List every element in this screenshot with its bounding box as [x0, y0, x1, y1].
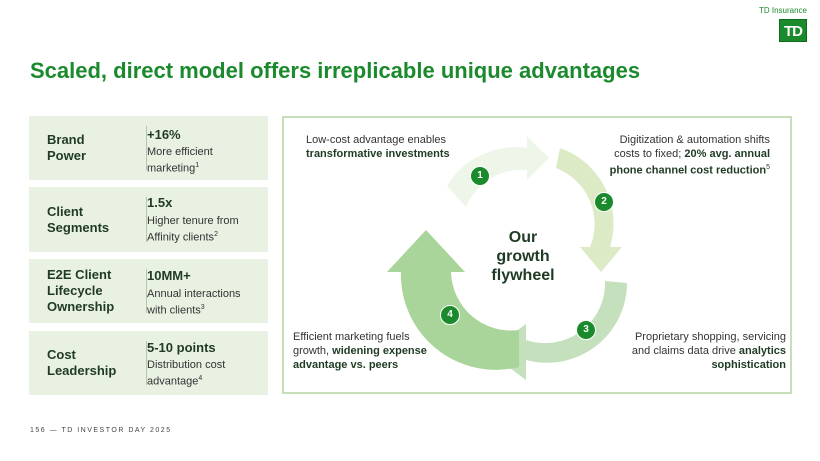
card-divider: [146, 126, 147, 170]
card-e2e-lifecycle: E2E Client Lifecycle Ownership 10MM+ Ann…: [29, 259, 268, 323]
card-desc-text: Annual interactions with clients: [147, 288, 241, 317]
card-desc: Annual interactions with clients3: [147, 288, 262, 318]
step-text-bold: analytics sophistication: [711, 345, 786, 371]
card-label-line: Client: [47, 204, 84, 219]
center-label-line: Our: [508, 229, 538, 246]
page-footer: 156 — TD INVESTOR DAY 2025: [30, 427, 172, 434]
page-title: Scaled, direct model offers irreplicable…: [30, 58, 641, 83]
card-label-line: Cost: [47, 347, 76, 362]
td-logo: TD: [779, 19, 807, 42]
center-label-line: growth: [496, 248, 550, 265]
step-text-plain: Proprietary shopping, servicing and clai…: [631, 331, 786, 357]
footnote-marker: 3: [200, 304, 205, 311]
card-divider: [146, 269, 147, 313]
card-desc: More efficient marketing1: [147, 146, 262, 176]
card-desc-text: Distribution cost advantage: [147, 359, 226, 388]
step-text-bold: transformative investments: [306, 148, 450, 160]
flywheel-arrow-3: [488, 281, 627, 380]
step-2-badge: 2: [594, 192, 614, 212]
footnote-marker: 5: [766, 164, 770, 171]
card-value: 1.5x: [147, 195, 173, 210]
brand-label: TD Insurance: [758, 6, 807, 15]
card-label-line: Segments: [47, 220, 110, 235]
card-client-segments: Client Segments 1.5x Higher tenure from …: [29, 187, 268, 252]
card-value: +16%: [147, 127, 181, 142]
step-text-bold: 20% avg. annual phone channel cost reduc…: [609, 148, 770, 177]
card-label-line: Ownership: [47, 299, 115, 314]
center-label-line: flywheel: [491, 267, 555, 284]
card-label-line: Leadership: [47, 363, 117, 378]
card-label-line: Lifecycle: [47, 283, 103, 298]
card-label: Brand Power: [47, 132, 86, 164]
flywheel-center-label: Our growth flywheel: [478, 228, 568, 285]
footnote-marker: 1: [195, 162, 200, 169]
step-4-text: Efficient marketing fuels growth, wideni…: [293, 330, 443, 372]
card-brand-power: Brand Power +16% More efficient marketin…: [29, 116, 268, 180]
card-label: Cost Leadership: [47, 347, 116, 379]
step-text-bold: widening expense advantage vs. peers: [293, 345, 427, 371]
card-label: Client Segments: [47, 204, 109, 236]
card-value: 10MM+: [147, 268, 191, 283]
step-4-badge: 4: [440, 305, 460, 325]
card-desc-text: More efficient marketing: [147, 146, 213, 175]
step-1-badge: 1: [470, 166, 490, 186]
card-divider: [146, 341, 147, 385]
step-text-plain: Digitization & automation shifts costs t…: [614, 134, 770, 160]
footnote-marker: 4: [198, 375, 203, 382]
flywheel-arrow-2: [556, 148, 622, 272]
card-label: E2E Client Lifecycle Ownership: [47, 267, 114, 315]
footnote-marker: 2: [214, 231, 218, 238]
flywheel-panel: [282, 116, 792, 394]
step-2-text: Digitization & automation shifts costs t…: [608, 133, 770, 178]
step-1-text: Low-cost advantage enables transformativ…: [306, 133, 456, 161]
card-desc: Higher tenure from Affinity clients2: [147, 215, 262, 245]
flywheel-arrow-1: [447, 136, 549, 207]
flywheel-arrow-4: [387, 230, 519, 370]
card-divider: [146, 197, 147, 242]
step-3-badge: 3: [576, 320, 596, 340]
card-label-line: Power: [47, 148, 87, 163]
card-cost-leadership: Cost Leadership 5-10 points Distribution…: [29, 331, 268, 395]
step-3-text: Proprietary shopping, servicing and clai…: [618, 330, 786, 372]
card-label-line: Brand: [47, 132, 85, 147]
card-value: 5-10 points: [147, 340, 216, 355]
card-label-line: E2E Client: [47, 267, 112, 282]
step-text-plain: Low-cost advantage enables: [306, 134, 447, 146]
card-desc-text: Higher tenure from Affinity clients: [147, 215, 239, 244]
card-desc: Distribution cost advantage4: [147, 359, 262, 389]
step-text-plain: Efficient marketing fuels growth,: [293, 331, 410, 357]
